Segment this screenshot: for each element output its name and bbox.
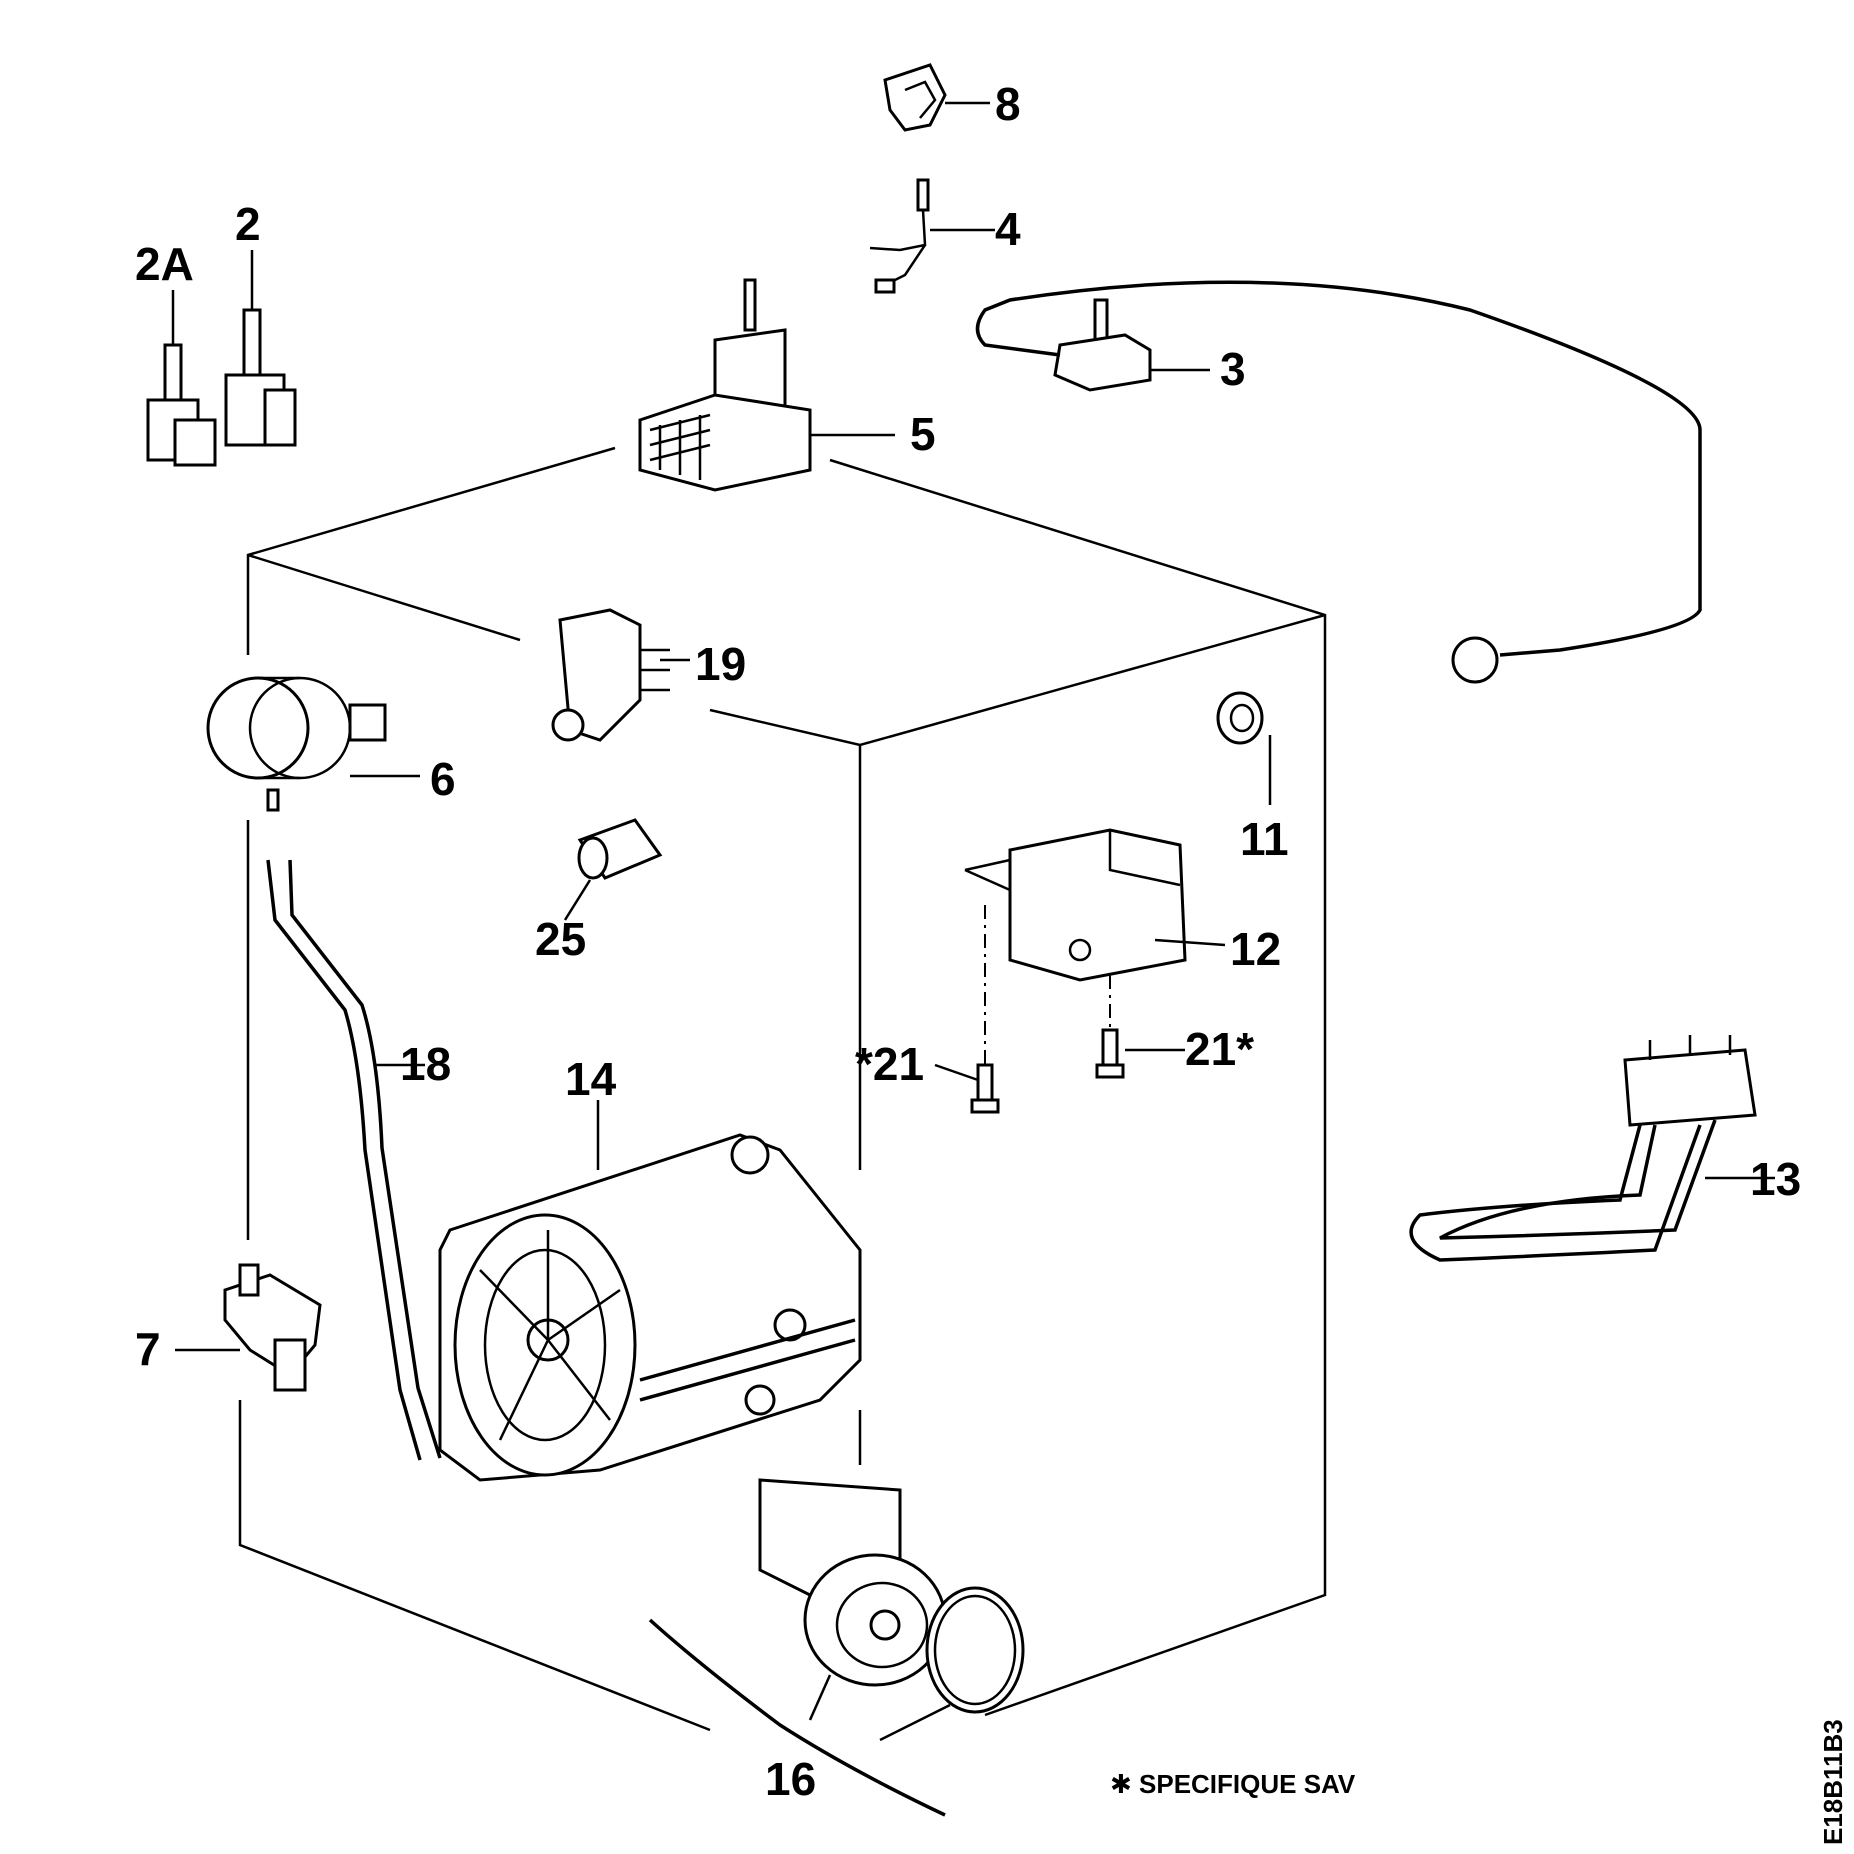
drawing-code: E18B11B3	[1818, 1719, 1848, 1845]
part-25-capacitor	[563, 818, 663, 921]
callout-7: 7	[135, 1323, 161, 1375]
callout-2a: 2A	[135, 238, 194, 290]
part-2-switch	[224, 250, 297, 447]
callout-2: 2	[235, 198, 261, 250]
part-13-heating-element	[1409, 1035, 1775, 1262]
part-4-wiring	[869, 178, 995, 294]
part-12-switch-assembly	[964, 828, 1226, 982]
part-6-pressure-switch	[206, 676, 420, 812]
part-5-timer	[638, 278, 895, 492]
part-2a-switch	[146, 290, 217, 467]
callout-4: 4	[995, 203, 1021, 255]
part-18-hose	[266, 859, 442, 1461]
callout-8: 8	[995, 78, 1021, 130]
callout-16: 16	[765, 1753, 816, 1805]
callout-19: 19	[695, 638, 746, 690]
part-14-motor	[438, 1100, 862, 1482]
part-7-valve	[175, 1263, 322, 1392]
cabinet-outline	[238, 446, 1327, 1732]
callout-6: 6	[430, 753, 456, 805]
part-19-door-lock	[551, 608, 690, 742]
part-8-indicator	[883, 63, 990, 132]
callout-14: 14	[565, 1053, 617, 1105]
part-11-grommet	[1216, 691, 1272, 805]
callout-21-left: *21	[855, 1038, 924, 1090]
callout-5: 5	[910, 408, 936, 460]
part-21-screw-left	[934, 905, 1000, 1114]
callout-12: 12	[1230, 923, 1281, 975]
callout-3: 3	[1220, 343, 1246, 395]
part-21-screw-right	[1095, 975, 1185, 1079]
footnote-specifique-sav: ✱ SPECIFIQUE SAV	[1110, 1769, 1356, 1799]
callout-13: 13	[1750, 1153, 1801, 1205]
callout-18: 18	[400, 1038, 451, 1090]
callout-25: 25	[535, 913, 586, 965]
part-16-pump	[648, 1478, 1025, 1817]
callout-11: 11	[1240, 813, 1289, 865]
part-3-thermostat	[975, 280, 1702, 684]
callout-21-right: 21*	[1185, 1023, 1254, 1075]
